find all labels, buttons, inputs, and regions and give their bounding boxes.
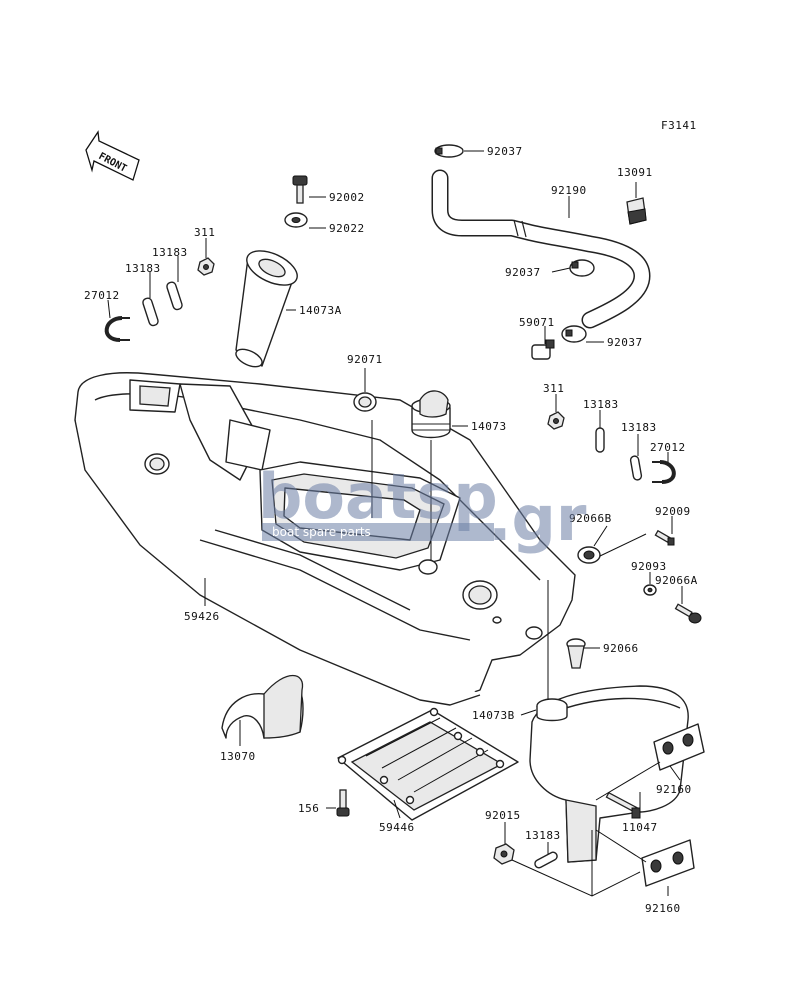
label-13183-b: 13183 (125, 262, 161, 275)
washer-part-icon (284, 212, 308, 228)
label-92037-a: 92037 (487, 145, 523, 158)
label-13091: 13091 (617, 166, 653, 179)
figure-code: F3141 (661, 119, 697, 132)
filler-tube-part-icon (235, 250, 298, 368)
strap-3-part-icon (534, 851, 558, 869)
u-clip-part-icon (104, 316, 130, 342)
label-59446: 59446 (379, 821, 415, 834)
label-27012-a: 27012 (84, 289, 120, 302)
label-92037-c: 92037 (607, 336, 643, 349)
nut-part-icon (197, 257, 215, 276)
label-92093: 92093 (631, 560, 667, 573)
watermark: boatsp .gr boat spare parts (258, 460, 587, 555)
label-13183-e: 13183 (525, 829, 561, 842)
label-311-b: 311 (543, 382, 564, 395)
fitting-part-icon (531, 339, 555, 360)
watermark-tld: .gr (488, 482, 587, 555)
label-13183-a: 13183 (152, 246, 188, 259)
label-92009: 92009 (655, 505, 691, 518)
bolt-part-icon (292, 175, 308, 204)
label-92037-b: 92037 (505, 266, 541, 279)
watermark-tagline-bar (262, 523, 494, 541)
label-14073B: 14073B (472, 709, 515, 722)
front-arrow-icon: FRONT (85, 130, 140, 181)
label-27012-b: 27012 (650, 441, 686, 454)
label-92066A: 92066A (655, 574, 698, 587)
washer-2-part-icon (643, 584, 657, 596)
bolt-3-part-icon (336, 789, 350, 817)
u-clip-2-part-icon (652, 460, 676, 484)
nut-3-part-icon (493, 843, 515, 865)
cap-part-icon (353, 392, 377, 412)
cover-part-icon (221, 675, 304, 739)
label-92190: 92190 (551, 184, 587, 197)
label-92160-b: 92160 (645, 902, 681, 915)
label-14073A: 14073A (299, 304, 342, 317)
label-156: 156 (298, 802, 319, 815)
filler-neck-part-icon (411, 390, 451, 439)
hose-part-icon (431, 169, 651, 329)
grommet-part-icon (566, 638, 586, 669)
screw-part-icon (654, 529, 675, 546)
label-92066: 92066 (603, 642, 639, 655)
label-311-a: 311 (194, 226, 215, 239)
fuel-tank-part-icon (529, 685, 689, 863)
label-92002: 92002 (329, 191, 365, 204)
mounting-pad-part-icon (653, 723, 705, 771)
mounting-pad-2-part-icon (641, 839, 695, 887)
nut-2-part-icon (547, 411, 565, 430)
watermark-brand: boatsp (258, 460, 498, 533)
label-92066B: 92066B (569, 512, 612, 525)
clip-part-icon (626, 197, 647, 225)
label-14073: 14073 (471, 420, 507, 433)
label-13183-c: 13183 (583, 398, 619, 411)
strap-2-part-icon (595, 427, 643, 481)
label-13070: 13070 (220, 750, 256, 763)
label-92022: 92022 (329, 222, 365, 235)
watermark-tagline: boat spare parts (272, 525, 371, 539)
breather-cap-part-icon (577, 546, 601, 564)
label-59426: 59426 (184, 610, 220, 623)
leader-lines (107, 150, 683, 897)
label-13183-d: 13183 (621, 421, 657, 434)
label-92071: 92071 (347, 353, 383, 366)
hose-clamp-part-icon (434, 144, 595, 343)
label-59071: 59071 (519, 316, 555, 329)
label-92160-a: 92160 (656, 783, 692, 796)
part-labels: 92037 92002 92190 13091 92022 311 13183 … (84, 145, 698, 915)
breather-fitting-part-icon (674, 603, 702, 624)
intake-grate-part-icon (337, 707, 519, 821)
label-92015: 92015 (485, 809, 521, 822)
strap-part-icon (142, 281, 183, 327)
label-11047: 11047 (622, 821, 658, 834)
